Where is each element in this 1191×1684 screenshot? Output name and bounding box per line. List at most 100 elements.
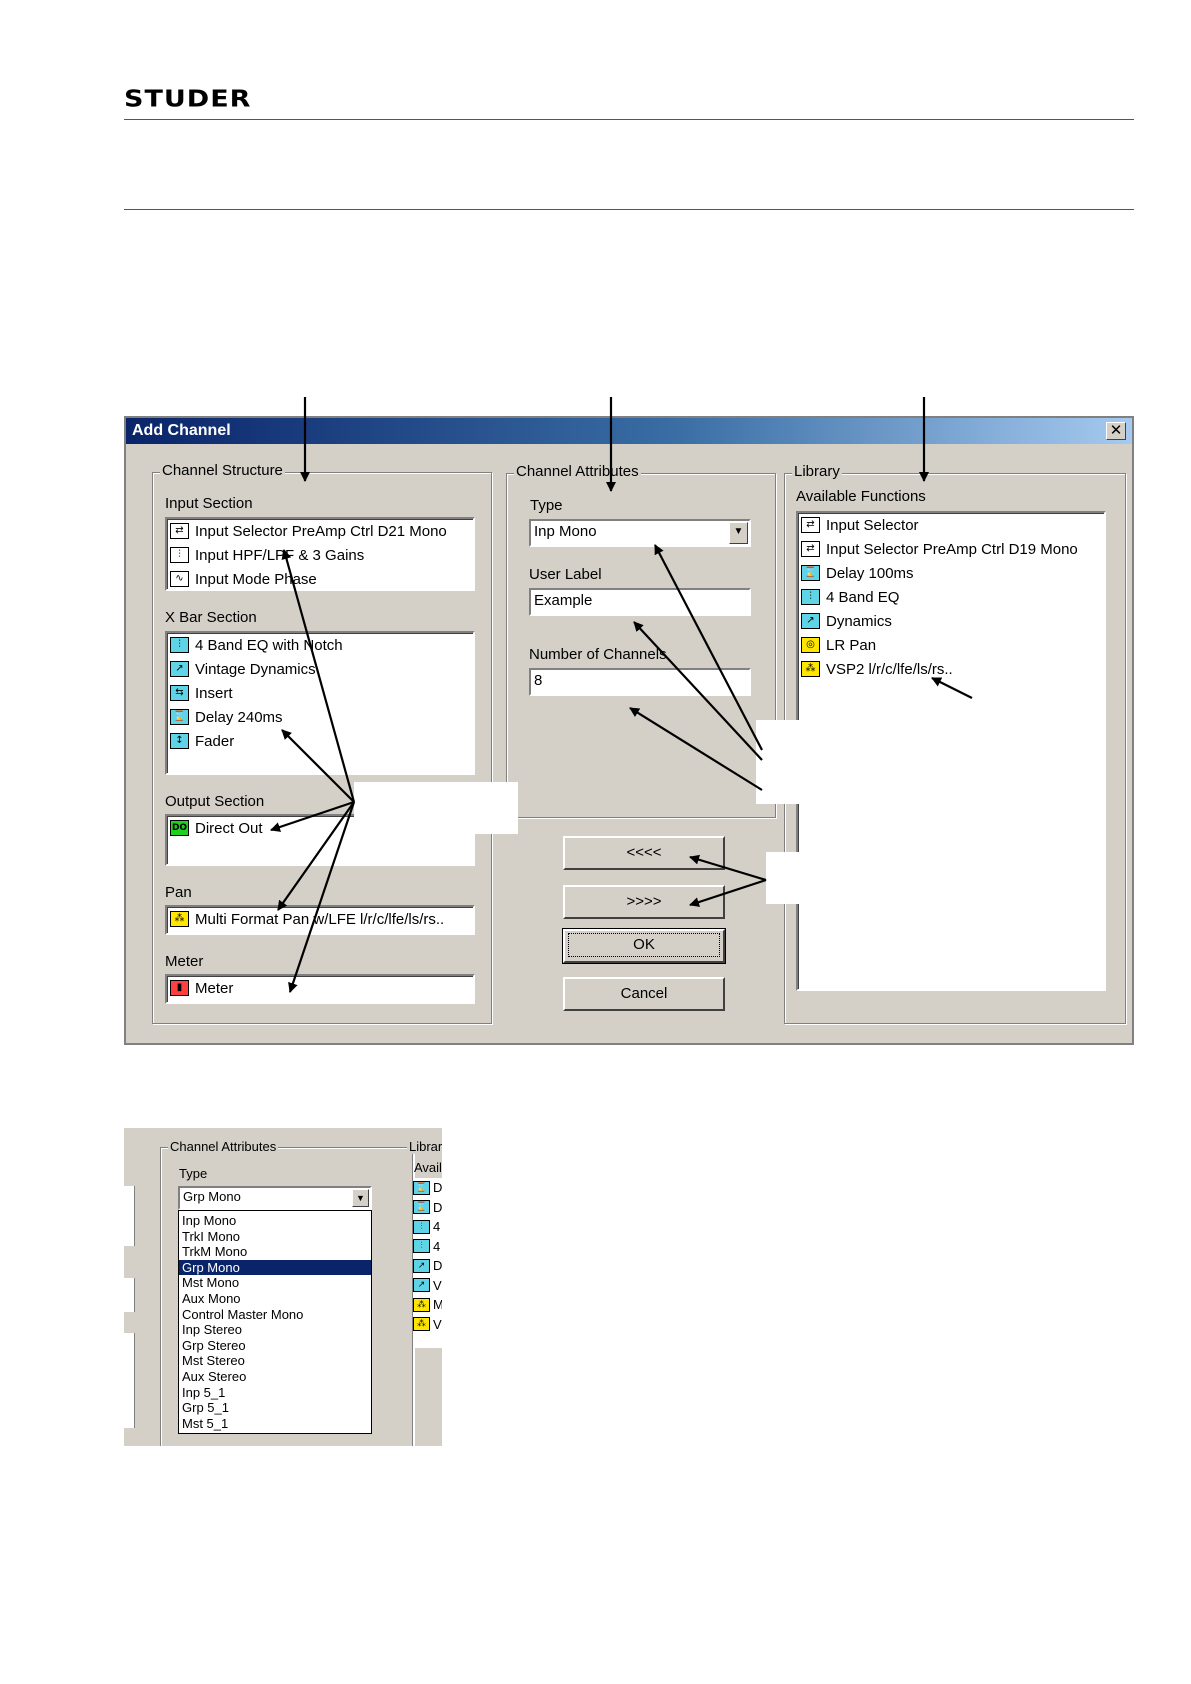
add-channel-dialog: Add Channel ✕ Channel Structure Input Se…	[124, 416, 1134, 1045]
delay-icon: ⌛	[170, 709, 189, 725]
eq-icon: ⫶	[801, 589, 820, 605]
list-item[interactable]: ⫶4 Band EQ with Notch	[167, 633, 473, 657]
pan-value: Multi Format Pan w/LFE l/r/c/lfe/ls/rs..	[195, 910, 445, 928]
pan-label: Pan	[165, 884, 192, 901]
library-item-icon: ⫶	[413, 1219, 430, 1234]
list-item-label: VSP2 l/r/c/lfe/ls/rs..	[826, 660, 953, 678]
library-item[interactable]: ↗V	[413, 1276, 442, 1296]
arrow-xbar-section	[281, 729, 355, 803]
arrow-output-section	[270, 800, 355, 832]
list-item-label: Input Selector	[826, 516, 919, 534]
channel-attributes-group	[506, 473, 776, 818]
arrow-library-item	[931, 677, 973, 699]
list-item[interactable]: ⇆Insert	[167, 681, 473, 705]
chevron-down-icon[interactable]: ▼	[729, 522, 748, 544]
type-option[interactable]: Inp Mono	[182, 1213, 237, 1228]
list-item[interactable]: ⇄Input Selector PreAmp Ctrl D19 Mono	[798, 537, 1104, 561]
channel-structure-legend: Channel Structure	[160, 462, 285, 479]
selector-icon: ⇄	[801, 517, 820, 533]
library-item[interactable]: ⫶4	[413, 1217, 442, 1237]
cancel-button[interactable]: Cancel	[563, 977, 725, 1011]
channels-input[interactable]: 8	[529, 668, 751, 696]
library-item[interactable]: ⌛D	[413, 1178, 442, 1198]
surround-pan-icon: ⁂	[170, 911, 189, 927]
surround-pan-icon: ⁂	[801, 661, 820, 677]
available-functions-list[interactable]: ⇄ Input Selector ⇄Input Selector PreAmp Ct…	[796, 511, 1106, 991]
type-option[interactable]: Mst Mono	[182, 1275, 240, 1291]
ok-button-label: OK	[568, 933, 720, 957]
list-item-label: Input Selector PreAmp Ctrl D21 Mono	[195, 522, 447, 540]
channel-attributes-legend: Channel Attributes	[514, 463, 641, 480]
remove-function-button[interactable]: <<<<	[563, 836, 725, 870]
type-option[interactable]: TrkI Mono	[182, 1228, 241, 1244]
list-item[interactable]: ↕Fader	[167, 729, 473, 753]
library-item[interactable]: ⌛D	[413, 1198, 442, 1218]
list-item-label: Dynamics	[826, 612, 892, 630]
close-icon[interactable]: ✕	[1106, 422, 1126, 440]
list-item[interactable]: ⇄ Input Selector	[798, 513, 1104, 537]
list-item[interactable]: ↗Vintage Dynamics	[167, 657, 473, 681]
section-rule	[124, 209, 1134, 210]
type-option[interactable]: TrkM Mono	[182, 1244, 248, 1260]
list-item[interactable]: ◎LR Pan	[798, 633, 1104, 657]
type-label: Type	[530, 497, 563, 514]
library-item[interactable]: ⫶4	[413, 1237, 442, 1257]
list-item[interactable]: ⁂ VSP2 l/r/c/lfe/ls/rs..	[798, 657, 1104, 681]
list-item[interactable]: ↗Dynamics	[798, 609, 1104, 633]
s2-library-list[interactable]: ⌛D⌛D⫶4⫶4↗D↗V⁂M⁂V	[413, 1178, 442, 1348]
type-dropdown[interactable]: Inp Mono ▼	[529, 519, 751, 547]
s2-left-edge-field-2	[124, 1278, 135, 1312]
meter-label: Meter	[165, 953, 204, 970]
meter-list[interactable]: ▮ Meter	[165, 974, 475, 1004]
available-functions-label: Available Functions	[796, 488, 926, 505]
list-item[interactable]: ⫶4 Band EQ	[798, 585, 1104, 609]
studer-logo: STUDER	[124, 86, 252, 113]
user-label-input[interactable]: Example	[529, 588, 751, 616]
xbar-section-list[interactable]: ⫶4 Band EQ with Notch↗Vintage Dynamics⇆I…	[165, 631, 475, 775]
phase-icon: ∿	[170, 571, 189, 587]
list-item[interactable]: ⫶Input HPF/LPF & 3 Gains	[167, 543, 473, 567]
list-item[interactable]: ∿Input Mode Phase	[167, 567, 473, 589]
list-item-label: Input HPF/LPF & 3 Gains	[195, 546, 365, 564]
type-option[interactable]: Grp 5_1	[182, 1400, 229, 1416]
s2-type-dropdown[interactable]: Grp Mono ▼	[178, 1186, 372, 1210]
library-item[interactable]: ↗D	[413, 1256, 442, 1276]
meter-value: Meter	[195, 979, 234, 997]
meter-icon: ▮	[170, 980, 189, 996]
callout-box-buttons	[766, 852, 816, 904]
s2-library-legend: Library	[407, 1139, 442, 1154]
type-option[interactable]: Aux Stereo	[182, 1368, 247, 1384]
input-section-list[interactable]: ⇄Input Selector PreAmp Ctrl D21 Mono⫶Inp…	[165, 517, 475, 591]
library-item[interactable]: ⁂M	[413, 1295, 442, 1315]
list-item[interactable]: ⇄Input Selector PreAmp Ctrl D21 Mono	[167, 519, 473, 543]
type-option[interactable]: Control Master Mono	[182, 1306, 304, 1322]
type-option[interactable]: Inp Stereo	[182, 1322, 242, 1338]
type-option[interactable]: Mst Stereo	[182, 1353, 245, 1369]
dialog-titlebar: Add Channel ✕	[126, 418, 1132, 444]
s2-available-partial: Avail	[414, 1160, 442, 1175]
header-rule	[124, 119, 1134, 120]
list-item[interactable]: ⌛Delay 100ms	[798, 561, 1104, 585]
arrow-number-of-channels	[629, 707, 763, 791]
s2-type-value: Grp Mono	[183, 1189, 241, 1204]
s2-left-edge-field-3	[124, 1333, 135, 1428]
channels-label: Number of Channels	[529, 646, 667, 663]
list-item[interactable]: ⌛Delay 240ms	[167, 705, 473, 729]
type-option[interactable]: Grp Mono	[179, 1259, 371, 1276]
ok-button[interactable]: OK	[562, 928, 726, 964]
arrow-remove-button	[689, 854, 767, 882]
channel-structure-group	[152, 472, 492, 1024]
type-option[interactable]: Grp Stereo	[182, 1337, 246, 1353]
eq-icon: ⫶	[170, 637, 189, 653]
library-item[interactable]: ⁂V	[413, 1315, 442, 1335]
type-option[interactable]: Inp 5_1	[182, 1384, 226, 1400]
type-option[interactable]: Mst 5_1	[182, 1415, 229, 1431]
delay-icon: ⌛	[801, 565, 820, 581]
s2-chevron-down-icon[interactable]: ▼	[352, 1189, 369, 1207]
library-item-partial-label: D	[433, 1180, 442, 1196]
library-item-partial-label: D	[433, 1258, 442, 1274]
type-option[interactable]: Aux Mono	[182, 1290, 241, 1306]
dynamics-icon: ↗	[170, 661, 189, 677]
